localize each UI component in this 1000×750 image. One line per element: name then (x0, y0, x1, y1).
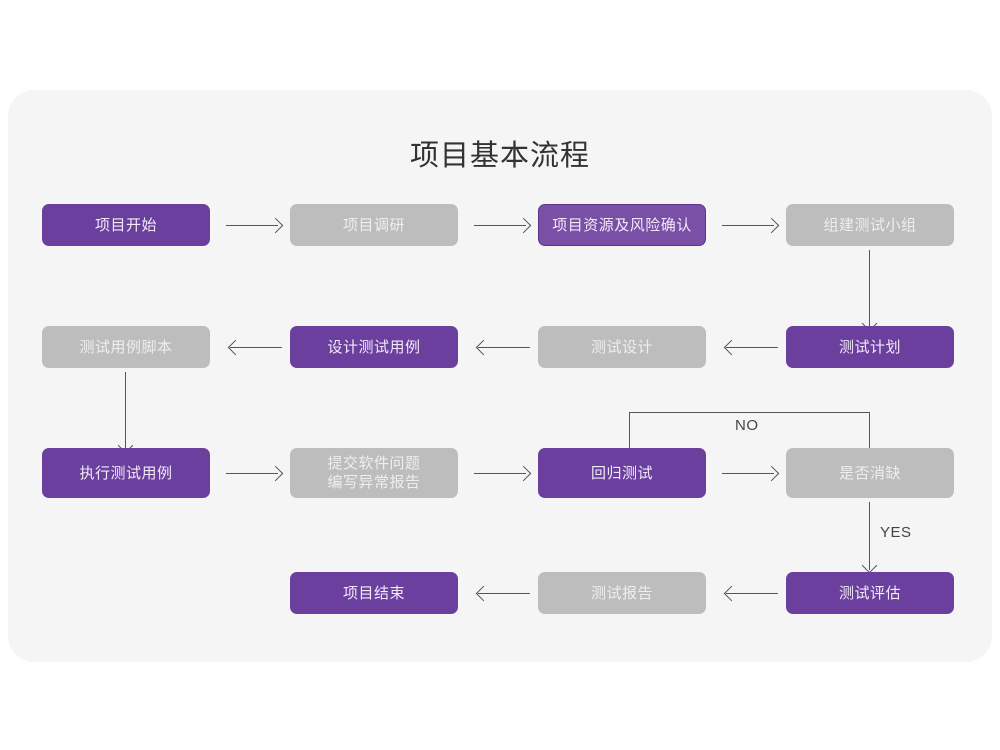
arrow-line-regression-to-resolved (722, 473, 774, 474)
yes-connector-line (869, 502, 870, 570)
node-submit-bug[interactable]: 提交软件问题 编写异常报告 (290, 448, 458, 498)
node-label: 测试用例脚本 (79, 338, 173, 356)
node-label: 测试设计 (590, 338, 653, 356)
arrow-line-start-to-research (226, 225, 278, 226)
node-label-line1: 提交软件问题 (327, 455, 421, 472)
arrow-head-left-icon (723, 339, 740, 356)
arrow-line-report-to-end (478, 593, 530, 594)
arrow-line-evaluation-to-report (726, 593, 778, 594)
node-is-resolved[interactable]: 是否消缺 (786, 448, 954, 498)
arrow-head-down-icon (861, 557, 878, 574)
arrow-head-right-icon (763, 465, 780, 482)
arrow-head-left-icon (227, 339, 244, 356)
node-project-start[interactable]: 项目开始 (42, 204, 210, 246)
arrow-line-plan-to-testdesign (726, 347, 778, 348)
arrow-head-right-icon (763, 217, 780, 234)
node-test-report[interactable]: 测试报告 (538, 572, 706, 614)
node-testcase-script[interactable]: 测试用例脚本 (42, 326, 210, 368)
node-label: 组建测试小组 (823, 216, 917, 234)
node-label: 执行测试用例 (79, 464, 173, 482)
node-project-research[interactable]: 项目调研 (290, 204, 458, 246)
page-title: 项目基本流程 (409, 140, 590, 172)
edge-label-no: NO (735, 417, 759, 434)
node-label: 测试报告 (590, 584, 653, 602)
edge-label-yes: YES (880, 524, 912, 541)
arrow-head-left-icon (475, 339, 492, 356)
node-label: 测试评估 (838, 584, 901, 602)
node-test-evaluation[interactable]: 测试评估 (786, 572, 954, 614)
arrow-line-submit-to-regression (474, 473, 526, 474)
node-test-design[interactable]: 测试设计 (538, 326, 706, 368)
flowchart-card: 项目基本流程 项目开始 项目调研 项目资源及风险确认 组建测试小组 测试用例脚本… (8, 90, 992, 662)
node-label: 项目调研 (342, 216, 405, 234)
node-label-line2: 编写异常报告 (327, 474, 421, 491)
arrow-head-left-icon (475, 585, 492, 602)
arrow-line-testdesign-to-design (478, 347, 530, 348)
arrow-line-design-to-script (230, 347, 282, 348)
node-label: 项目资源及风险确认 (552, 216, 692, 234)
arrow-head-right-icon (515, 465, 532, 482)
node-label: 设计测试用例 (327, 338, 421, 356)
arrow-head-right-icon (515, 217, 532, 234)
node-resource-risk[interactable]: 项目资源及风险确认 (538, 204, 706, 246)
arrow-line-script-to-execute (125, 372, 126, 450)
no-loop-left-segment (629, 412, 630, 454)
no-loop-right-segment (869, 412, 870, 450)
node-build-team[interactable]: 组建测试小组 (786, 204, 954, 246)
node-design-testcase[interactable]: 设计测试用例 (290, 326, 458, 368)
arrow-line-research-to-risk (474, 225, 526, 226)
no-loop-top-segment (629, 412, 870, 413)
node-test-plan[interactable]: 测试计划 (786, 326, 954, 368)
node-label: 回归测试 (590, 464, 653, 482)
arrow-line-team-to-plan (869, 250, 870, 328)
node-project-end[interactable]: 项目结束 (290, 572, 458, 614)
arrow-head-right-icon (267, 217, 284, 234)
node-label: 项目开始 (94, 216, 157, 234)
arrow-line-risk-to-team (722, 225, 774, 226)
arrow-head-left-icon (723, 585, 740, 602)
arrow-head-right-icon (267, 465, 284, 482)
node-label: 是否消缺 (838, 464, 901, 482)
node-regression-test[interactable]: 回归测试 (538, 448, 706, 498)
node-label: 测试计划 (838, 338, 901, 356)
node-execute-testcase[interactable]: 执行测试用例 (42, 448, 210, 498)
arrow-line-execute-to-submit (226, 473, 278, 474)
node-label: 项目结束 (342, 584, 405, 602)
